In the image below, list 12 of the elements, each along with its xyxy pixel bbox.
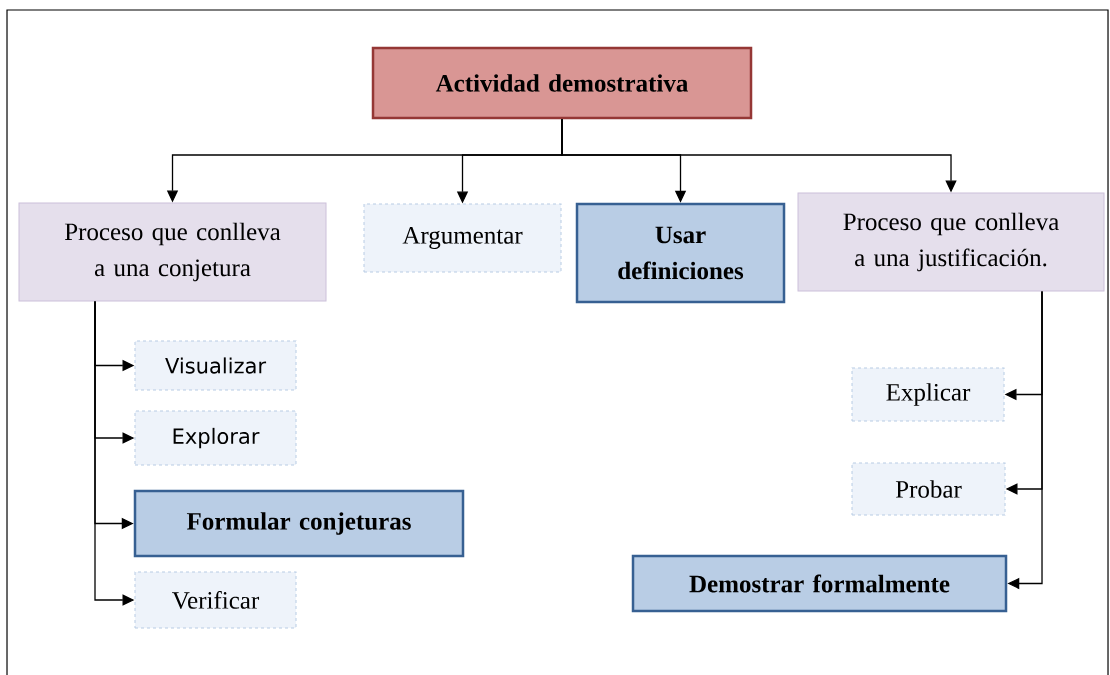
- title-box: Actividad demostrativa: [371, 46, 753, 120]
- step-box: Visualizar: [134, 340, 297, 391]
- process-box: Proceso que conlleva a una justificación.: [797, 192, 1105, 292]
- step-box: Usar definiciones: [575, 202, 786, 304]
- step-box: Argumentar: [363, 203, 562, 273]
- step-box: Formular conjeturas: [133, 489, 465, 558]
- step-box: Demostrar formalmente: [631, 554, 1008, 613]
- step-box: Explicar: [851, 367, 1005, 422]
- process-box: Proceso que conlleva a una conjetura: [18, 202, 327, 302]
- step-box: Explorar: [134, 410, 297, 466]
- step-box: Probar: [851, 462, 1006, 516]
- step-box: Verificar: [134, 571, 297, 629]
